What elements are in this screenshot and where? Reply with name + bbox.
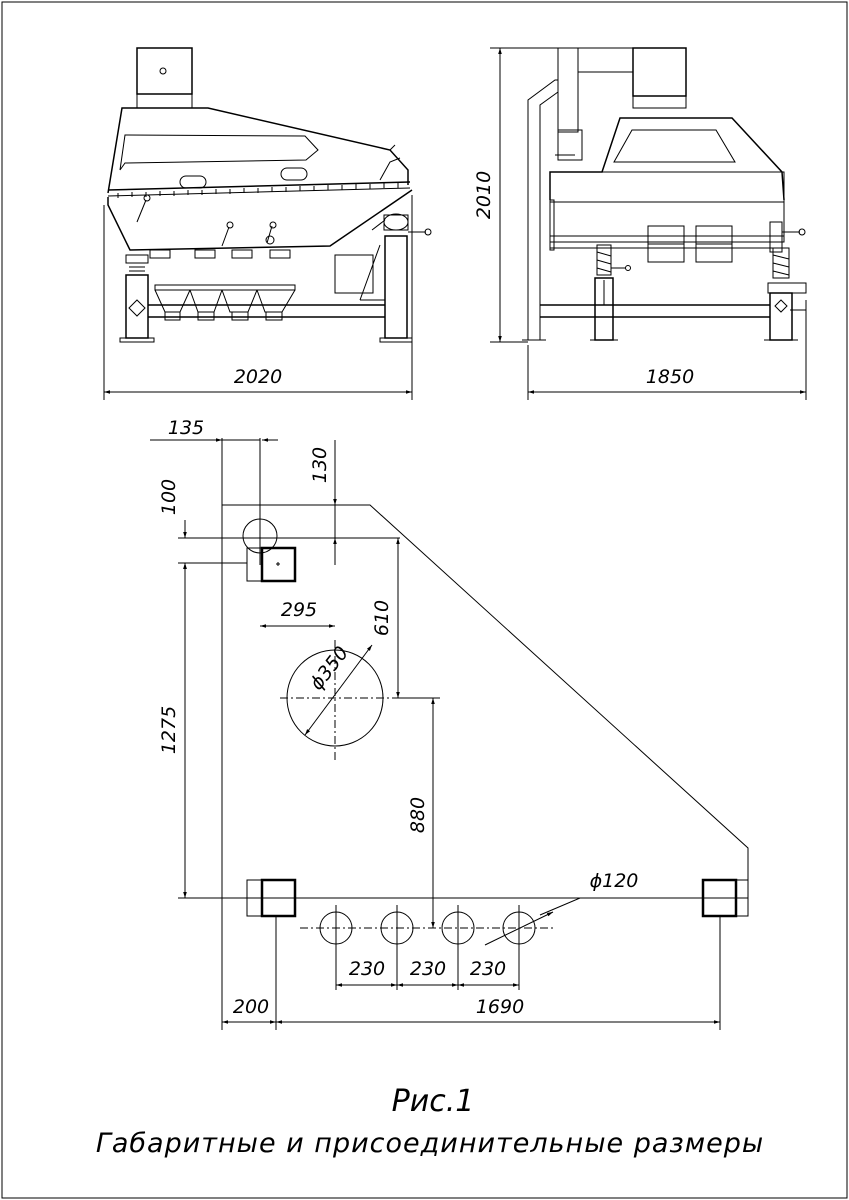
plan-dimension-lines	[150, 438, 721, 1030]
side-view	[522, 47, 807, 341]
dim-130: 130	[309, 447, 331, 483]
dim-200: 200	[233, 996, 269, 1018]
figure-label: Рис.1	[392, 1084, 475, 1119]
side-height-dimension	[490, 47, 633, 343]
dim-295: 295	[281, 599, 317, 621]
dim-1275: 1275	[158, 706, 180, 754]
dim-610: 610	[371, 600, 393, 636]
dim-side-height: 2010	[473, 171, 495, 219]
front-view	[107, 47, 432, 343]
dim-880: 880	[407, 797, 429, 833]
dim-135: 135	[168, 417, 204, 439]
dim-230-b: 230	[410, 958, 446, 980]
dim-230-c: 230	[470, 958, 506, 980]
dim-side-width: 1850	[646, 366, 694, 388]
dim-phi-350: ϕ350	[306, 642, 353, 694]
dim-1690: 1690	[476, 996, 524, 1018]
front-width-dimension	[103, 195, 413, 400]
side-width-dimension	[527, 300, 807, 400]
dim-230-a: 230	[349, 958, 385, 980]
figure-title: Габаритные и присоединительные размеры	[96, 1128, 764, 1159]
dim-front-width: 2020	[234, 366, 282, 388]
dim-phi-120: ϕ120	[590, 870, 639, 892]
dim-100: 100	[158, 479, 180, 515]
foot-top-left	[246, 547, 296, 582]
plan-view	[178, 438, 749, 1030]
